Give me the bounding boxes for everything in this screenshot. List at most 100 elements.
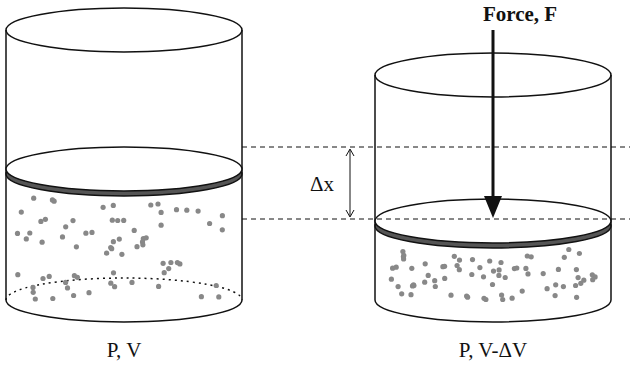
molecule bbox=[65, 285, 70, 290]
molecule bbox=[72, 273, 77, 278]
molecule bbox=[553, 293, 558, 298]
molecule bbox=[562, 255, 567, 260]
molecule bbox=[111, 203, 116, 208]
molecule bbox=[184, 208, 189, 213]
molecule bbox=[470, 257, 475, 262]
molecule bbox=[50, 296, 55, 301]
displacement-arrow bbox=[346, 149, 354, 217]
molecule bbox=[63, 280, 68, 285]
molecule bbox=[523, 266, 528, 271]
molecule bbox=[31, 290, 36, 295]
molecule bbox=[60, 234, 65, 239]
molecule bbox=[104, 251, 109, 256]
gas-molecules bbox=[15, 196, 598, 303]
molecule bbox=[389, 277, 394, 282]
molecule bbox=[89, 230, 94, 235]
molecule bbox=[166, 266, 171, 271]
molecule bbox=[396, 284, 401, 289]
molecule bbox=[503, 275, 508, 280]
molecule bbox=[15, 272, 20, 277]
molecule bbox=[520, 289, 525, 294]
molecule bbox=[509, 296, 514, 301]
molecule bbox=[159, 223, 164, 228]
molecule bbox=[529, 254, 534, 259]
molecule bbox=[40, 276, 45, 281]
molecule bbox=[47, 274, 52, 279]
molecule bbox=[487, 258, 492, 263]
molecule bbox=[15, 231, 20, 236]
molecule bbox=[220, 227, 225, 232]
molecule bbox=[590, 272, 595, 277]
molecule bbox=[514, 265, 519, 270]
molecule bbox=[162, 270, 167, 275]
molecule bbox=[70, 218, 75, 223]
molecule bbox=[31, 196, 36, 201]
molecule bbox=[581, 278, 586, 283]
molecule bbox=[111, 239, 116, 244]
molecule bbox=[196, 209, 201, 214]
molecule bbox=[464, 293, 469, 298]
molecule bbox=[30, 285, 35, 290]
molecule bbox=[220, 213, 225, 218]
molecule bbox=[112, 284, 117, 289]
molecule bbox=[408, 292, 413, 297]
molecule bbox=[74, 244, 79, 249]
molecule bbox=[411, 282, 416, 287]
molecule bbox=[573, 283, 578, 288]
molecule bbox=[155, 201, 160, 206]
state-label: P, V-ΔV bbox=[459, 340, 527, 361]
molecule bbox=[110, 218, 115, 223]
molecule bbox=[71, 293, 76, 298]
molecule bbox=[448, 293, 453, 298]
molecule bbox=[175, 260, 180, 265]
molecule bbox=[556, 267, 561, 272]
molecule bbox=[498, 260, 503, 265]
molecule bbox=[500, 297, 505, 302]
molecule bbox=[38, 219, 43, 224]
molecule bbox=[161, 261, 166, 266]
molecule bbox=[525, 271, 530, 276]
displacement-label: Δx bbox=[310, 174, 334, 195]
molecule bbox=[422, 280, 427, 285]
molecule bbox=[590, 277, 595, 282]
molecule bbox=[168, 260, 173, 265]
molecule bbox=[132, 228, 137, 233]
molecule bbox=[545, 286, 550, 291]
molecule bbox=[390, 266, 395, 271]
molecule bbox=[115, 218, 120, 223]
molecule bbox=[216, 294, 221, 299]
molecule bbox=[442, 264, 447, 269]
molecule bbox=[499, 293, 504, 298]
molecule bbox=[409, 266, 414, 271]
left-cylinder bbox=[6, 8, 242, 322]
molecule bbox=[27, 230, 32, 235]
molecule bbox=[426, 273, 431, 278]
molecule bbox=[63, 224, 68, 229]
molecule bbox=[144, 235, 149, 240]
molecule bbox=[541, 271, 546, 276]
molecule bbox=[156, 284, 161, 289]
molecule bbox=[214, 283, 219, 288]
molecule bbox=[561, 284, 566, 289]
molecule bbox=[121, 218, 126, 223]
molecule bbox=[577, 251, 582, 256]
molecule bbox=[43, 217, 48, 222]
molecule bbox=[566, 247, 571, 252]
reference-lines bbox=[242, 147, 630, 219]
molecule bbox=[481, 274, 486, 279]
molecule bbox=[423, 261, 428, 266]
molecule bbox=[101, 205, 106, 210]
molecule bbox=[117, 237, 122, 242]
molecule bbox=[490, 282, 495, 287]
molecule bbox=[432, 278, 437, 283]
molecule bbox=[199, 294, 204, 299]
molecule bbox=[496, 273, 501, 278]
molecule bbox=[497, 267, 502, 272]
force-arrow bbox=[484, 30, 502, 218]
molecule bbox=[108, 245, 113, 250]
molecule bbox=[483, 297, 488, 302]
molecule bbox=[457, 258, 462, 263]
molecule bbox=[83, 231, 88, 236]
molecule bbox=[491, 269, 496, 274]
